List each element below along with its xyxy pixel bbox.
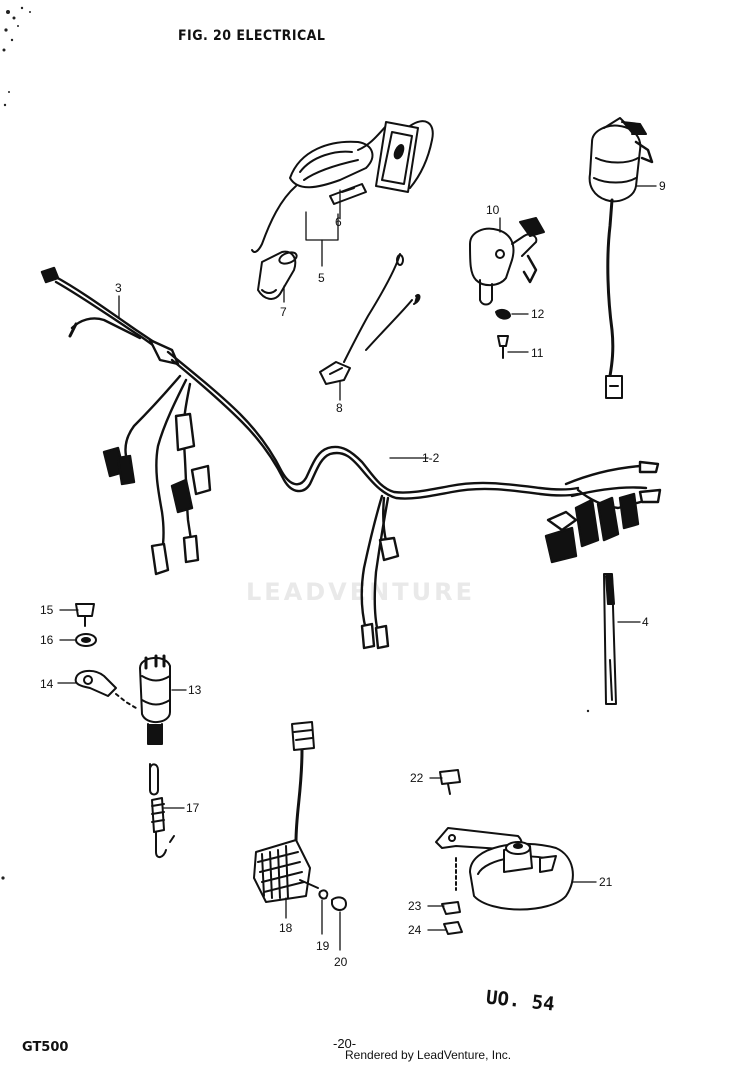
brake-switch-part bbox=[74, 603, 171, 745]
watermark: LEADVENTURE bbox=[246, 578, 475, 606]
callout-14: 14 bbox=[40, 677, 54, 691]
jumper-wire-part bbox=[319, 253, 421, 385]
horn-part bbox=[435, 769, 574, 935]
leader-lines bbox=[57, 185, 657, 951]
callout-19: 19 bbox=[316, 939, 330, 953]
figure-title: FIG. 20 ELECTRICAL bbox=[178, 28, 326, 44]
regulator-part bbox=[253, 721, 347, 911]
callout-12: 12 bbox=[531, 307, 545, 321]
callout-8: 8 bbox=[336, 401, 343, 415]
render-credit: Rendered by LeadVenture, Inc. bbox=[345, 1048, 512, 1062]
callout-labels: 1-2 3 4 5 6 7 8 9 10 11 12 13 14 15 16 1… bbox=[40, 179, 666, 969]
callout-24: 24 bbox=[408, 923, 422, 937]
cap-part bbox=[257, 250, 298, 300]
model-label: GT500 bbox=[22, 1040, 69, 1055]
page-number: -20- bbox=[333, 1036, 357, 1051]
callout-7: 7 bbox=[280, 305, 287, 319]
wiring-harness-part bbox=[40, 266, 662, 650]
spring-part bbox=[149, 763, 175, 858]
steering-lock-part bbox=[469, 217, 545, 359]
callout-5: 5 bbox=[318, 271, 325, 285]
callout-23: 23 bbox=[408, 899, 422, 913]
strip-part bbox=[603, 573, 617, 705]
callout-18: 18 bbox=[279, 921, 293, 935]
callout-22: 22 bbox=[410, 771, 424, 785]
callout-11: 11 bbox=[531, 346, 544, 360]
callout-4: 4 bbox=[642, 615, 649, 629]
callout-21: 21 bbox=[599, 875, 613, 889]
callout-9: 9 bbox=[659, 179, 666, 193]
scan-speckles bbox=[1, 6, 590, 880]
callout-3: 3 bbox=[115, 281, 122, 295]
callout-17: 17 bbox=[186, 801, 200, 815]
callout-16: 16 bbox=[40, 633, 54, 647]
ignition-switch-part bbox=[588, 117, 654, 399]
callout-13: 13 bbox=[188, 683, 202, 697]
fuse-box-part bbox=[251, 120, 434, 253]
callout-15: 15 bbox=[40, 603, 54, 617]
callout-20: 20 bbox=[334, 955, 348, 969]
callout-1-2: 1-2 bbox=[422, 451, 440, 465]
callout-10: 10 bbox=[486, 203, 500, 217]
callout-6: 6 bbox=[335, 215, 342, 229]
